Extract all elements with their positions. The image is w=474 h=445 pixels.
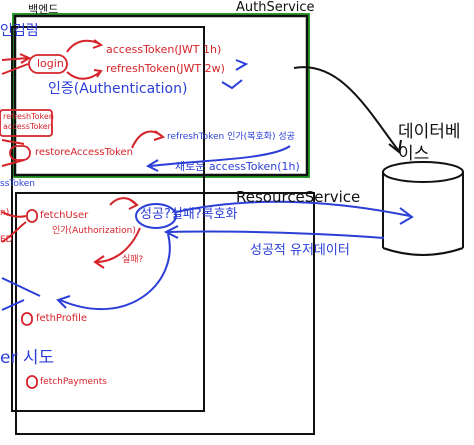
database-label-line1: 데이터베 bbox=[398, 122, 461, 142]
auth-service-box-inner-stroke bbox=[13, 14, 309, 177]
blue-check-mark bbox=[221, 59, 249, 90]
side-access-token-label: accessToken bbox=[3, 122, 53, 131]
authentication-label: 인증(Authentication) bbox=[48, 81, 188, 97]
database-label-line2: 이스 bbox=[398, 144, 430, 164]
refresh-token-authz-label: refreshToken 인가(복호화) 성공 bbox=[167, 132, 295, 142]
arrow-authz-to-left-blue bbox=[59, 233, 171, 311]
feth-profile-label: fethProfile bbox=[36, 313, 88, 324]
arrow-authz-to-fail bbox=[95, 227, 141, 263]
arrow-into-fetch-user bbox=[1, 211, 27, 218]
arrow-login-to-refresh-token bbox=[66, 71, 101, 80]
login-pill-outline bbox=[28, 54, 68, 74]
fetch-user-pill-outline bbox=[26, 209, 38, 223]
authz-result-oval bbox=[135, 203, 177, 229]
side-token-box bbox=[0, 109, 53, 137]
arrow-restore-left bbox=[1, 139, 25, 167]
auth-left-fragment: 인검럼 bbox=[0, 23, 39, 39]
restore-access-token-label: restoreAccessToken bbox=[35, 147, 134, 158]
side-refresh-token-label: refreshToken bbox=[3, 112, 54, 121]
left-edge-label-1: n) bbox=[0, 208, 10, 218]
backend-box bbox=[11, 26, 205, 412]
resource-service-label: ResourceService bbox=[236, 188, 361, 206]
refresh-token-label: refreshToken(JWT 2w) bbox=[106, 62, 225, 75]
fetch-payments-label: fetchPayments bbox=[40, 377, 107, 387]
access-token-label: accessToken(JWT 1h) bbox=[106, 43, 222, 56]
fail-label: 실패? bbox=[122, 255, 144, 265]
left-edge-label-2: ED bbox=[0, 235, 13, 245]
feth-profile-pill-outline bbox=[21, 312, 33, 326]
backend-label: 백엔드 bbox=[28, 3, 59, 16]
success-user-data-label: 성공적 유저데이터 bbox=[250, 243, 350, 258]
authz-result-label: 성공?실패?복호화 bbox=[140, 207, 238, 222]
arrow-auth-to-db bbox=[293, 66, 399, 151]
arrow-into-login-lower bbox=[1, 63, 29, 75]
arrow-new-access-token bbox=[149, 145, 291, 167]
login-label: login bbox=[37, 57, 64, 70]
authorization-label: 인가(Authorization) bbox=[52, 226, 136, 236]
auth-service-label: AuthService bbox=[236, 0, 315, 15]
arrow-authz-to-db bbox=[175, 200, 411, 217]
restore-pill-outline bbox=[9, 145, 31, 161]
resource-service-box bbox=[15, 192, 315, 435]
new-access-token-label: 새로운 accessToken(1h) bbox=[175, 160, 300, 173]
access-token-edge-label: ssToken bbox=[0, 179, 35, 189]
arrow-db-to-resource bbox=[167, 230, 385, 239]
attempt-label: er 시도 bbox=[0, 348, 55, 368]
fetch-user-label: fetchUser bbox=[40, 210, 89, 221]
database-cylinder bbox=[382, 161, 464, 256]
blue-left-line bbox=[1, 277, 41, 311]
arrow-into-login-upper bbox=[1, 57, 29, 61]
fetch-payments-pill-outline bbox=[26, 375, 38, 389]
